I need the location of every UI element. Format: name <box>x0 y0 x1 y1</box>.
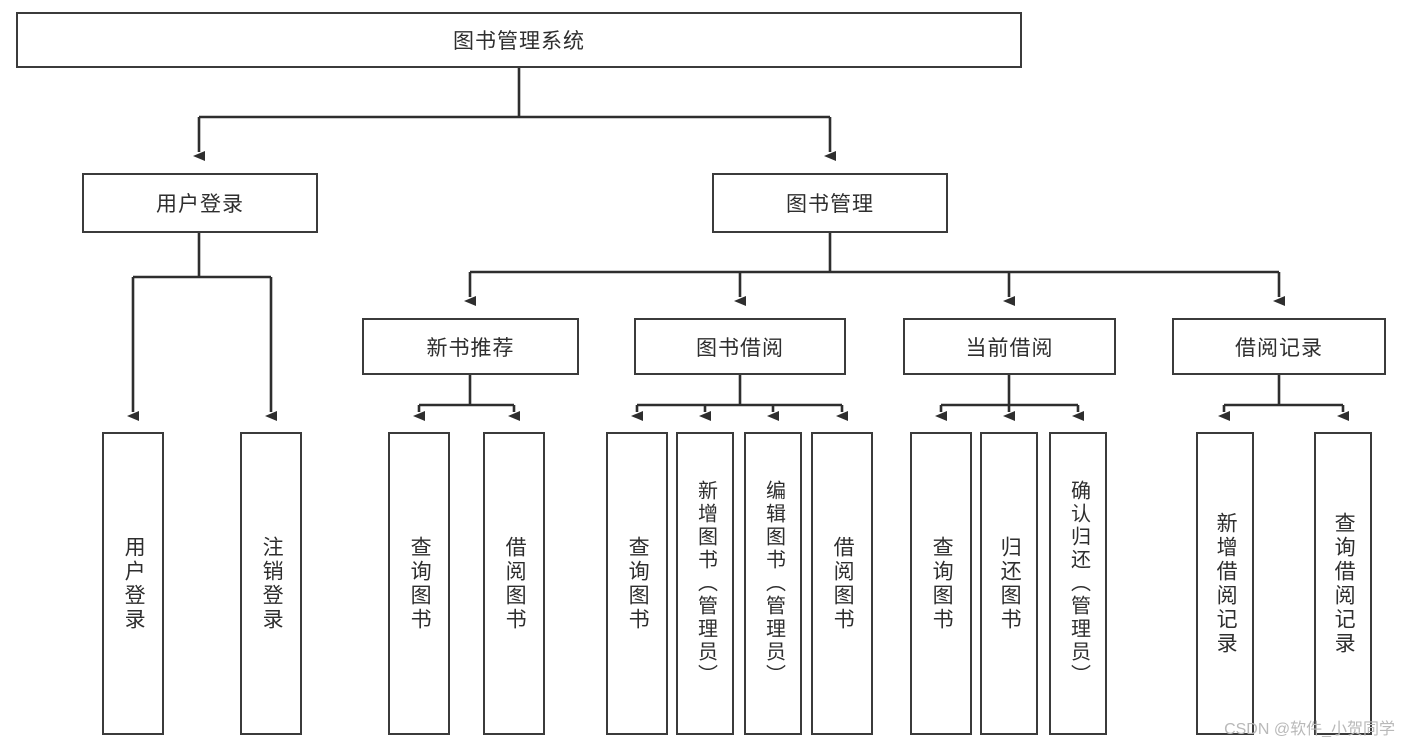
node-user-login[interactable]: 用户登录 <box>82 173 318 233</box>
leaf-query-borrow-record[interactable]: 查询借阅记录 <box>1314 432 1372 735</box>
node-root-system[interactable]: 图书管理系统 <box>16 12 1022 68</box>
leaf-logout[interactable]: 注销登录 <box>240 432 302 735</box>
node-book-borrowing[interactable]: 图书借阅 <box>634 318 846 375</box>
leaf-return-books[interactable]: 归还图书 <box>980 432 1038 735</box>
leaf-borrow-books-recommend[interactable]: 借阅图书 <box>483 432 545 735</box>
node-current-borrowing[interactable]: 当前借阅 <box>903 318 1116 375</box>
leaf-add-borrow-record[interactable]: 新增借阅记录 <box>1196 432 1254 735</box>
leaf-confirm-return-admin[interactable]: 确认归还（管理员） <box>1049 432 1107 735</box>
leaf-add-book-admin[interactable]: 新增图书（管理员） <box>676 432 734 735</box>
leaf-borrow-books-borrowing[interactable]: 借阅图书 <box>811 432 873 735</box>
leaf-query-books-current[interactable]: 查询图书 <box>910 432 972 735</box>
node-new-book-recommendation[interactable]: 新书推荐 <box>362 318 579 375</box>
node-borrow-records[interactable]: 借阅记录 <box>1172 318 1386 375</box>
leaf-query-books-borrowing[interactable]: 查询图书 <box>606 432 668 735</box>
leaf-edit-book-admin[interactable]: 编辑图书（管理员） <box>744 432 802 735</box>
node-book-management[interactable]: 图书管理 <box>712 173 948 233</box>
leaf-query-books-recommend[interactable]: 查询图书 <box>388 432 450 735</box>
leaf-user-login[interactable]: 用户登录 <box>102 432 164 735</box>
watermark-text: CSDN @软件_小贺同学 <box>1224 721 1395 738</box>
